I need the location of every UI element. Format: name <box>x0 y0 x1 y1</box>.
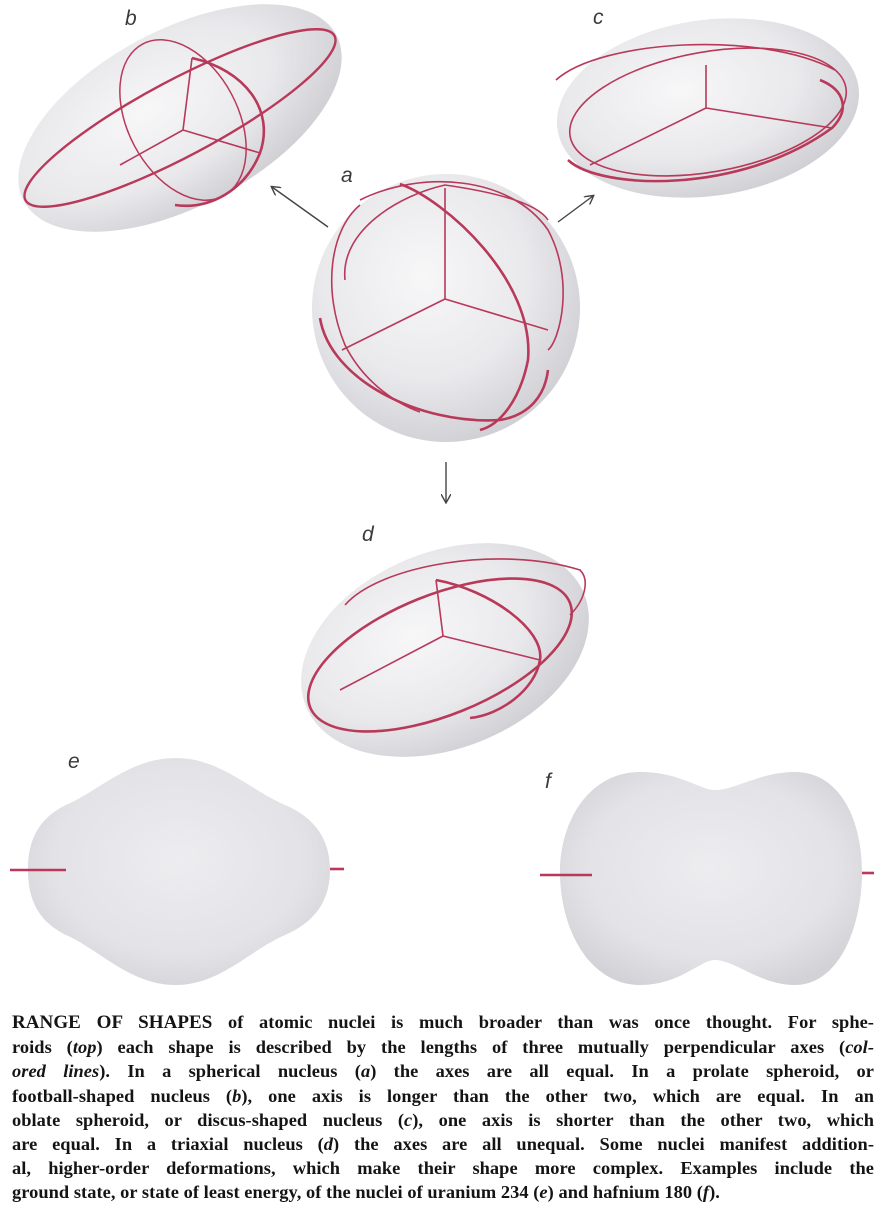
caption-italic: f <box>702 1182 710 1203</box>
figure-caption: RANGE OF SHAPES of atomic nuclei is much… <box>12 1010 874 1205</box>
caption-text: ) and hafnium 180 ( <box>547 1182 703 1203</box>
caption-line-5: oblate spheroid, or discus-shaped nucleu… <box>12 1108 874 1132</box>
caption-text: ) each shape is described by the lengths… <box>96 1037 846 1058</box>
shape-c-oblate <box>555 18 860 198</box>
caption-italic: c <box>404 1109 413 1130</box>
caption-text: ). <box>709 1182 720 1203</box>
shape-b-axis-lines <box>119 57 261 166</box>
caption-text: roids ( <box>12 1037 73 1058</box>
caption-text: oblate spheroid, or discus-shaped nucleu… <box>12 1109 405 1130</box>
shape-d-axis-lines <box>339 579 541 691</box>
shape-e-uranium <box>10 758 344 985</box>
label-b: b <box>125 7 137 30</box>
caption-italic: a <box>360 1061 371 1082</box>
caption-italic: ored lines <box>12 1061 100 1082</box>
caption-line-7: al, higher-order deformations, which mak… <box>12 1156 874 1180</box>
shape-a-axis-lines <box>341 188 549 351</box>
shape-b-body <box>18 4 342 232</box>
shape-d-body <box>301 543 589 757</box>
caption-italic: d <box>323 1134 334 1155</box>
shape-d-ring-back <box>344 558 586 616</box>
arrow-to-b <box>272 187 329 228</box>
caption-line-4: football-shaped nucleus (b), one axis is… <box>12 1084 874 1108</box>
caption-text: ). In a spherical nucleus ( <box>99 1061 361 1082</box>
caption-line-3: ored lines). In a spherical nucleus (a) … <box>12 1059 874 1083</box>
shape-a-ring-1 <box>359 180 564 351</box>
shape-a-sphere <box>312 174 580 442</box>
shape-a-ring-5 <box>330 204 421 413</box>
shape-c-rim-front <box>567 78 844 183</box>
shape-b-equator <box>23 28 337 208</box>
shape-b-prolate <box>18 4 342 232</box>
shape-c-rim-back <box>555 43 836 81</box>
shape-c-axis-lines <box>589 65 833 166</box>
caption-text: ) the axes are all unequal. Some nuclei … <box>333 1134 874 1155</box>
caption-lead: RANGE OF SHAPES <box>12 1012 213 1033</box>
caption-text: ), one axis is longer than the other two… <box>241 1085 874 1106</box>
caption-italic: b <box>232 1085 242 1106</box>
caption-text: ground state, or state of least energy, … <box>12 1182 540 1203</box>
caption-line-2: roids (top) each shape is described by t… <box>12 1035 874 1059</box>
arrow-to-c <box>557 196 593 223</box>
shape-e-body <box>28 758 330 985</box>
caption-text: ) the axes are all equal. In a prolate s… <box>370 1061 875 1082</box>
shape-f-body <box>560 772 862 985</box>
label-f: f <box>545 770 553 793</box>
caption-text: football-shaped nucleus ( <box>12 1085 233 1106</box>
shape-d-equator <box>306 577 574 733</box>
shape-d-ring-side <box>435 578 542 720</box>
caption-text: al, higher-order deformations, which mak… <box>12 1158 874 1179</box>
shape-f-hafnium <box>540 772 874 985</box>
caption-text: ), one axis is shorter than the other tw… <box>412 1109 874 1130</box>
caption-italic: top <box>72 1037 97 1058</box>
shape-a-ring-4 <box>318 317 550 422</box>
caption-italic: col- <box>845 1037 875 1058</box>
label-e: e <box>68 750 80 773</box>
shape-a-body <box>312 174 580 442</box>
caption-italic: e <box>539 1182 548 1203</box>
label-c: c <box>593 6 604 29</box>
shape-a-ring-3 <box>399 182 530 432</box>
caption-text: are equal. In a triaxial nucleus ( <box>12 1134 324 1155</box>
nuclear-shapes-figure: b c a d e f <box>10 4 874 985</box>
caption-text: of atomic nuclei is much broader than wa… <box>212 1012 874 1032</box>
caption-line-8: ground state, or state of least energy, … <box>12 1180 874 1204</box>
shape-d-triaxial <box>301 543 589 757</box>
label-d: d <box>362 523 375 546</box>
label-a: a <box>341 164 353 187</box>
shape-a-ring-2 <box>344 184 549 281</box>
shape-b-ring-front <box>174 56 266 208</box>
caption-line-6: are equal. In a triaxial nucleus (d) the… <box>12 1132 874 1156</box>
shape-c-equator <box>568 47 848 177</box>
caption-line-1: RANGE OF SHAPES of atomic nuclei is much… <box>12 1010 874 1035</box>
